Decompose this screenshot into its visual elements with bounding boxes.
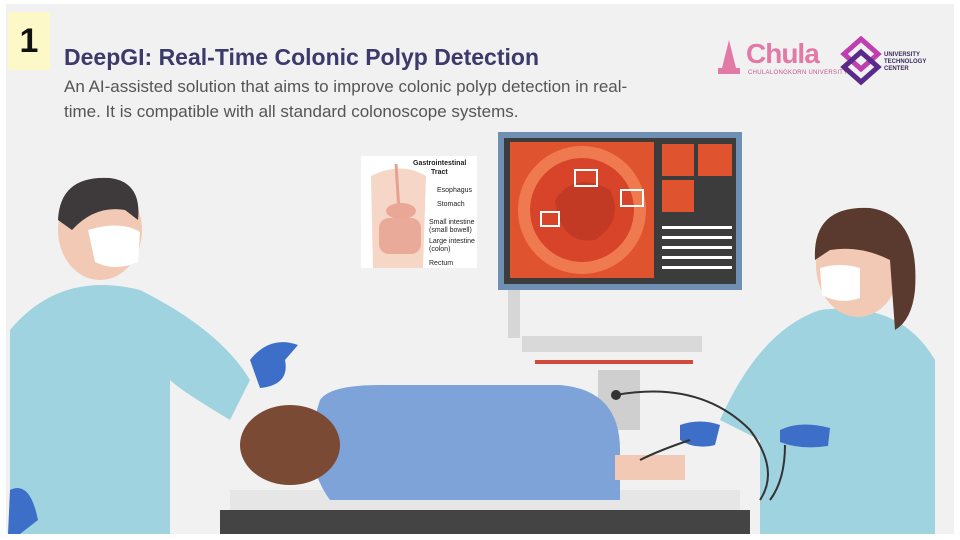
page-title: DeepGI: Real-Time Colonic Polyp Detectio… xyxy=(64,44,539,70)
gi-label: Stomach xyxy=(437,201,465,208)
doctor-left xyxy=(8,177,298,534)
gi-label: Small intestine xyxy=(429,219,475,226)
slide-number: 1 xyxy=(8,12,50,70)
chula-logo-wordmark: Chula xyxy=(746,38,820,69)
gi-label: (colon) xyxy=(429,246,450,253)
gi-title: Gastrointestinal xyxy=(413,160,466,167)
gi-title: Tract xyxy=(431,169,448,176)
utc-logo-text: UNIVERSITY TECHNOLOGY CENTER xyxy=(884,52,944,73)
gi-tract-diagram: Gastrointestinal Tract Esophagus Stomach… xyxy=(361,156,477,268)
gi-anatomy-image: Gastrointestinal Tract Esophagus Stomach… xyxy=(371,160,475,268)
chula-emblem-logo xyxy=(718,40,740,74)
page-subtitle: An AI-assisted solution that aims to imp… xyxy=(64,77,628,121)
utc-line: UNIVERSITY xyxy=(884,52,921,58)
monitor xyxy=(498,132,742,290)
doctor-right xyxy=(615,207,935,534)
utc-line: CENTER xyxy=(884,66,909,72)
chula-logo-subtext: CHULALONGKORN UNIVERSITY xyxy=(748,70,848,76)
gi-label: Esophagus xyxy=(437,187,473,194)
gi-label: Large intestine xyxy=(429,238,475,245)
patient xyxy=(240,385,685,500)
gi-label: Rectum xyxy=(429,260,453,267)
utc-logo-icon xyxy=(840,36,882,86)
utc-line: TECHNOLOGY xyxy=(884,59,927,65)
gi-label: (small bowell) xyxy=(429,227,472,234)
